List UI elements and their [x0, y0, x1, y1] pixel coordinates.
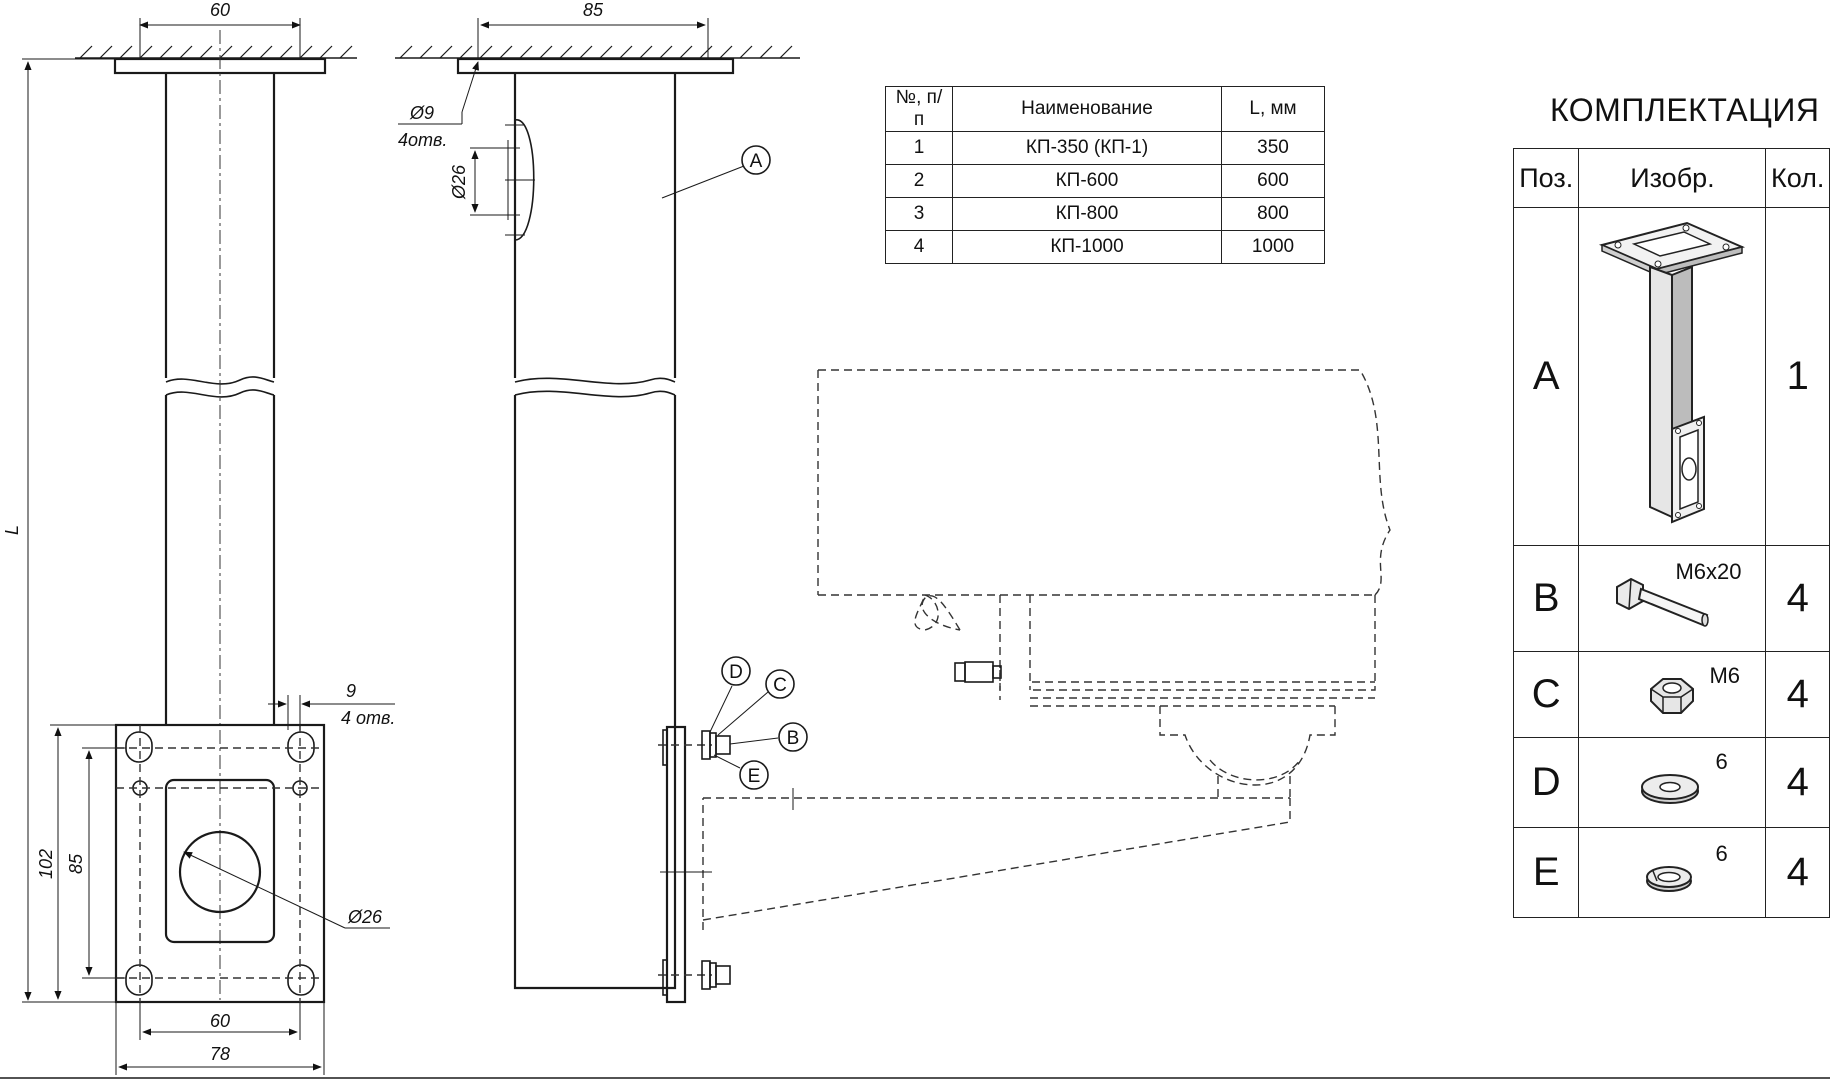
dim-hole-spacing-h: 60 — [210, 1011, 230, 1031]
kit-title: КОМПЛЕКТАЦИЯ — [1550, 92, 1820, 128]
kit-pos-e: E — [1512, 827, 1580, 918]
callout-a: A — [750, 151, 763, 172]
side-view: Ø26 85 Ø9 4отв. A D — [395, 0, 808, 1004]
dim-plate-height: 102 — [36, 849, 56, 879]
kit-pos-c: C — [1512, 651, 1580, 738]
spec-cell-num: 3 — [885, 197, 953, 231]
dim-hole-spacing-v: 85 — [66, 853, 86, 874]
dim-top-width-left: 60 — [210, 0, 230, 20]
kit-header-qty: Кол. — [1765, 148, 1830, 208]
ceiling-hatch-right — [399, 45, 793, 59]
spec-cell-name: КП-600 — [952, 164, 1222, 198]
dim-slot-count: 4 отв. — [341, 708, 395, 728]
kit-image-cell: 6 — [1578, 827, 1767, 918]
table-row: 3 КП-800 800 — [885, 197, 1325, 231]
spec-header-num: №, п/п — [885, 86, 953, 132]
kit-header-image: Изобр. — [1578, 148, 1767, 208]
nut-icon — [1650, 677, 1695, 714]
spec-cell-length: 350 — [1221, 131, 1325, 165]
kit-qty-c: 4 — [1765, 651, 1830, 738]
dim-height: L — [2, 525, 22, 535]
spec-cell-length: 800 — [1221, 197, 1325, 231]
front-view: 60 L 102 85 60 78 9 4 отв. — [2, 0, 395, 1075]
table-row: 2 КП-600 600 — [885, 164, 1325, 198]
dim-opening-dia-front: Ø26 — [347, 907, 383, 927]
table-row: B М6х20 4 — [1512, 545, 1830, 652]
spec-cell-num: 4 — [885, 230, 953, 264]
spec-cell-num: 1 — [885, 131, 953, 165]
camera-housing-outline — [662, 369, 1391, 930]
kit-note-b: М6х20 — [1675, 558, 1742, 584]
table-row: 1 КП-350 (КП-1) 350 — [885, 131, 1325, 165]
kit-pos-a: A — [1512, 207, 1580, 546]
spec-cell-name: КП-350 (КП-1) — [952, 131, 1222, 165]
kit-table: Поз. Изобр. Кол. A — [1512, 148, 1830, 918]
dim-top-width-right: 85 — [583, 0, 604, 20]
spec-header-name: Наименование — [952, 86, 1222, 132]
kit-note-c: М6 — [1709, 662, 1741, 688]
kit-image-cell — [1578, 207, 1767, 546]
dim-hole-count: 4отв. — [398, 130, 447, 150]
spring-washer-icon — [1646, 865, 1693, 892]
kit-qty-d: 4 — [1765, 737, 1830, 828]
table-row: E 6 4 — [1512, 827, 1830, 918]
kit-image-cell: 6 — [1578, 737, 1767, 828]
bolt-icon — [1616, 577, 1710, 627]
table-row: C М6 4 — [1512, 651, 1830, 738]
callout-e: E — [748, 766, 761, 787]
washer-icon — [1641, 773, 1700, 804]
table-row: D 6 4 — [1512, 737, 1830, 828]
kit-header-row: Поз. Изобр. Кол. — [1512, 148, 1830, 208]
kit-image-cell: М6 — [1578, 651, 1767, 738]
ceiling-hatch-left — [79, 45, 353, 59]
spec-table: №, п/п Наименование L, мм 1 КП-350 (КП-1… — [885, 86, 1325, 264]
spec-cell-length: 1000 — [1221, 230, 1325, 264]
kit-qty-a: 1 — [1765, 207, 1830, 546]
kit-pos-d: D — [1512, 737, 1580, 828]
kit-note-e: 6 — [1715, 840, 1728, 866]
spec-header-row: №, п/п Наименование L, мм — [885, 86, 1325, 132]
spec-cell-length: 600 — [1221, 164, 1325, 198]
dim-hole-dia: Ø9 — [409, 103, 434, 123]
dim-plate-width: 78 — [210, 1044, 230, 1064]
spec-cell-num: 2 — [885, 164, 953, 198]
kit-qty-b: 4 — [1765, 545, 1830, 652]
kit-header-pos: Поз. — [1512, 148, 1580, 208]
spec-cell-name: КП-800 — [952, 197, 1222, 231]
kit-pos-b: B — [1512, 545, 1580, 652]
bracket-icon — [1599, 221, 1746, 523]
callout-d: D — [729, 662, 743, 683]
table-row: 4 КП-1000 1000 — [885, 230, 1325, 264]
kit-qty-e: 4 — [1765, 827, 1830, 918]
spec-cell-name: КП-1000 — [952, 230, 1222, 264]
dim-opening-dia-side: Ø26 — [449, 164, 469, 200]
dim-slot-width: 9 — [346, 681, 356, 701]
table-row: A — [1512, 207, 1830, 546]
spec-header-length: L, мм — [1221, 86, 1325, 132]
callout-b: B — [787, 728, 800, 749]
callout-c: C — [773, 675, 787, 696]
kit-image-cell: М6х20 — [1578, 545, 1767, 652]
kit-note-d: 6 — [1715, 748, 1728, 774]
